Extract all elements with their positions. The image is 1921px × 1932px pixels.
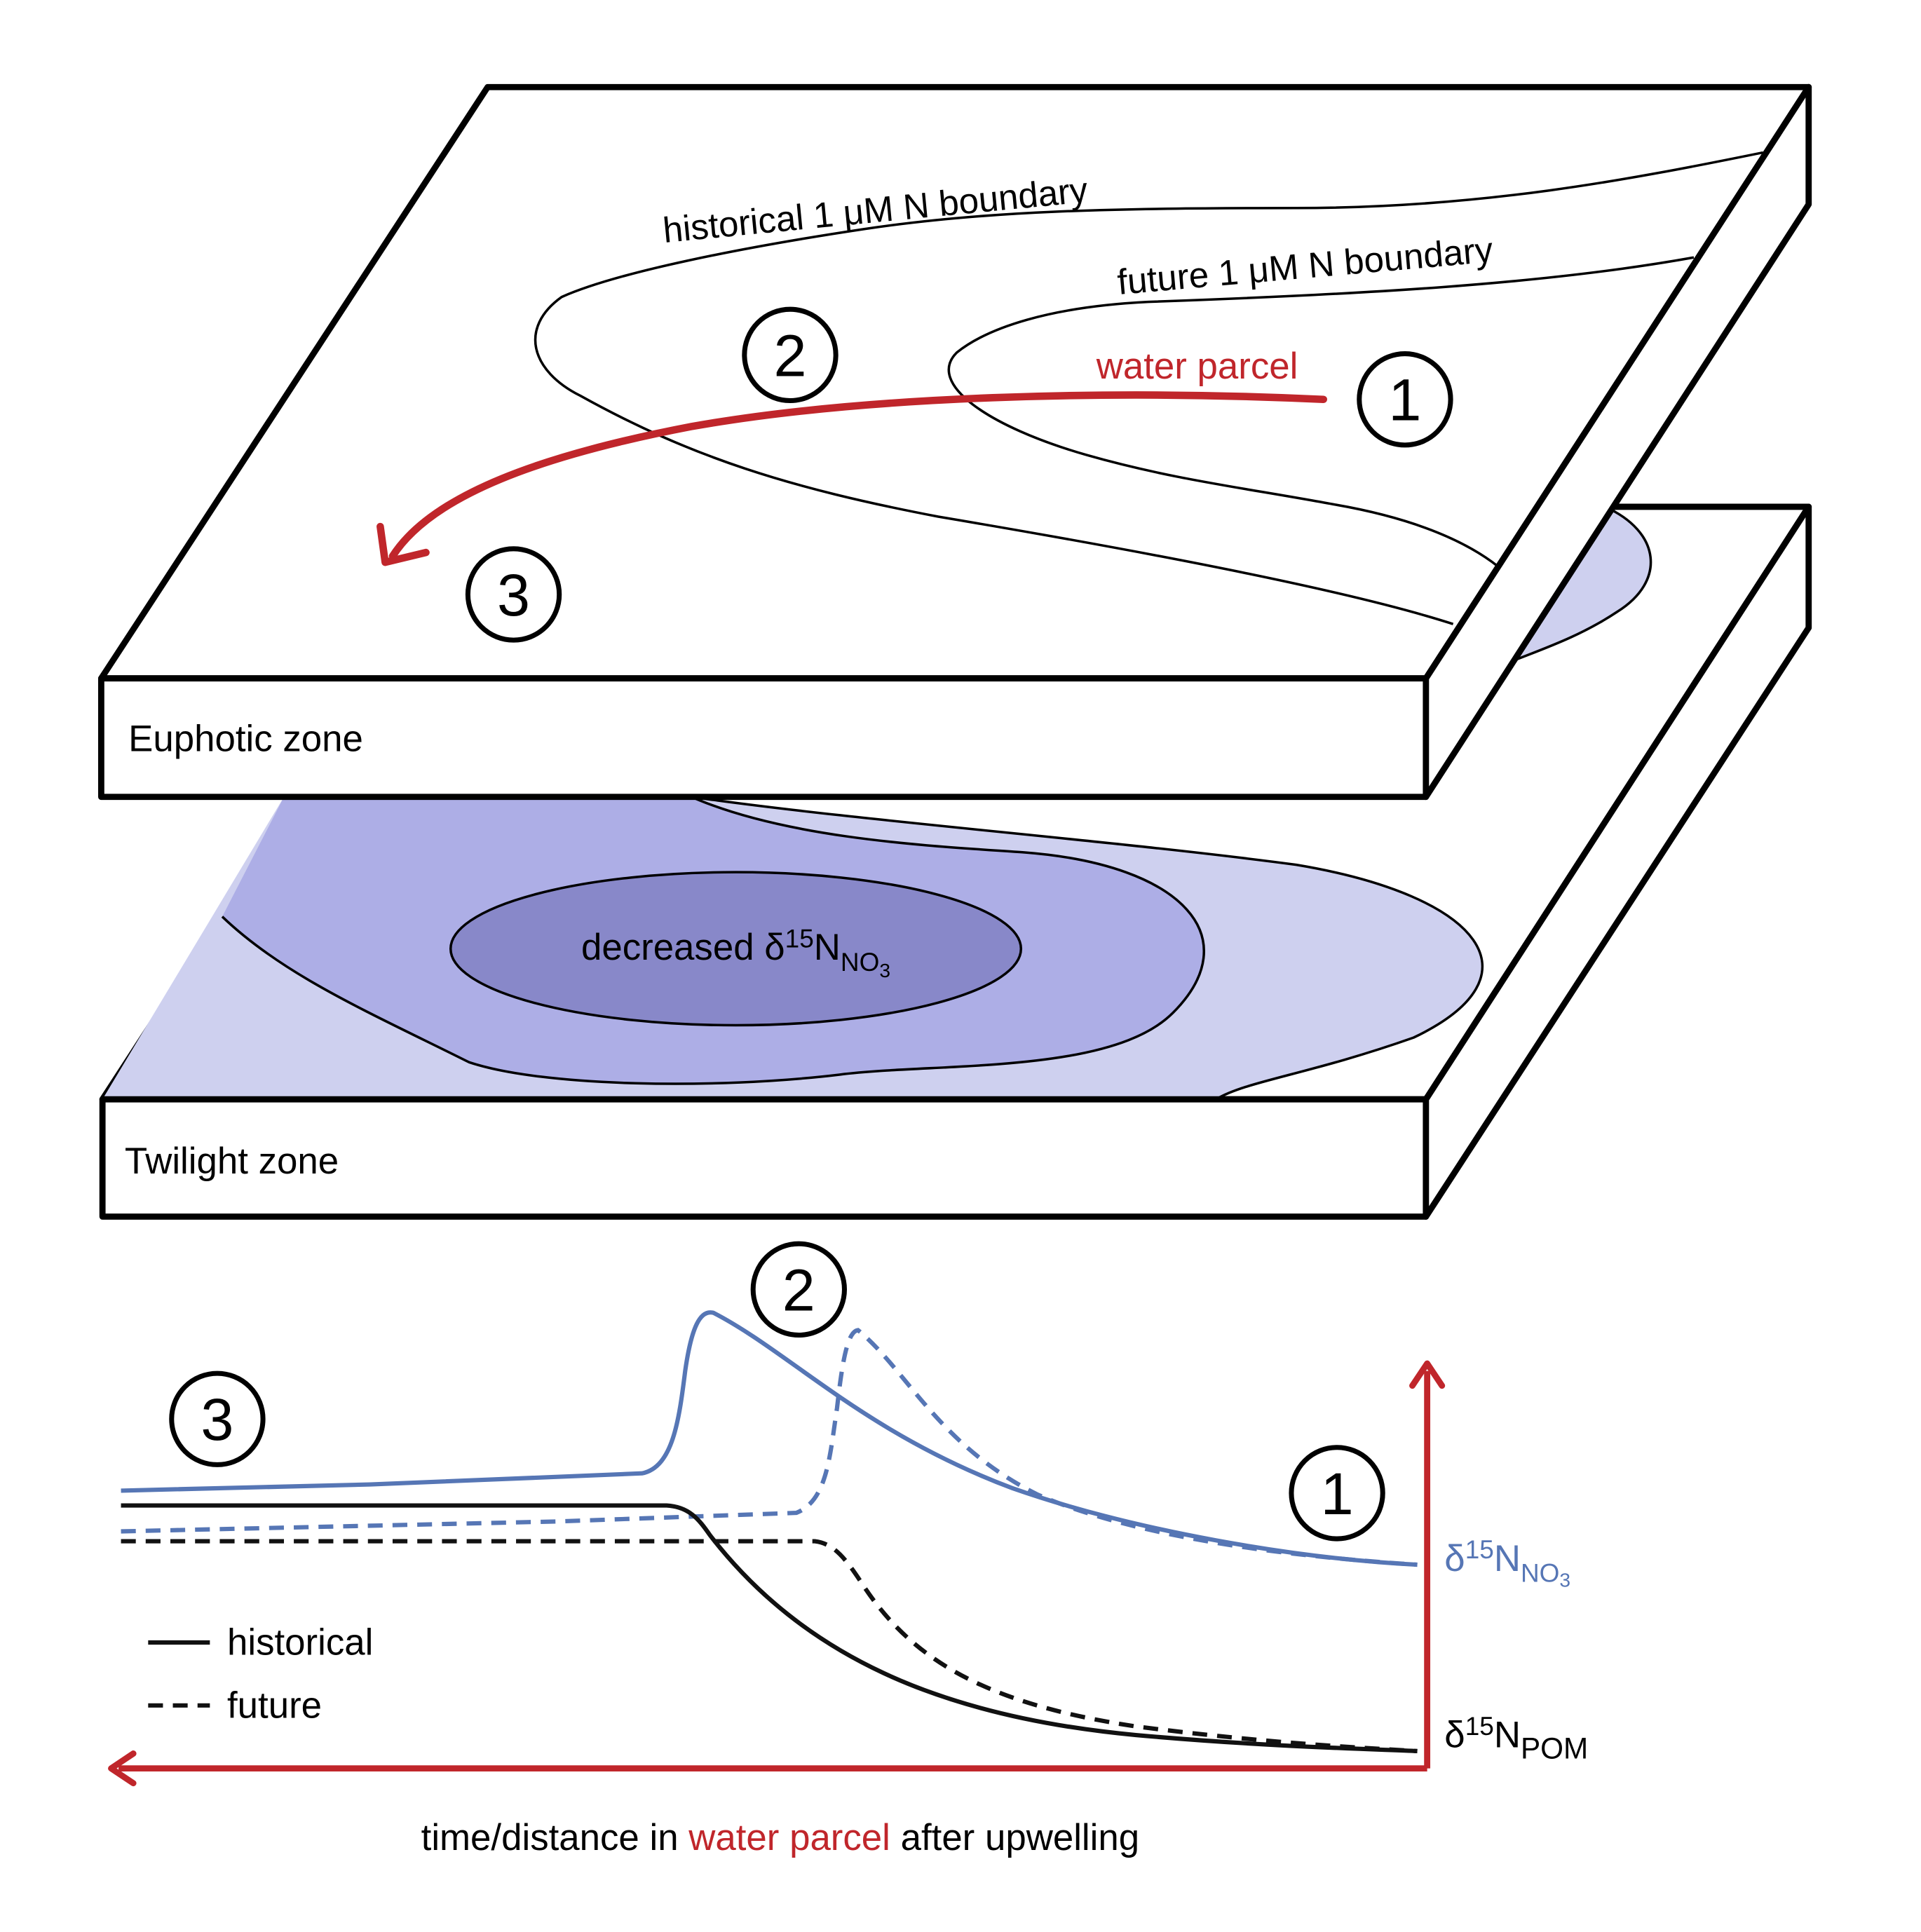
map-marker-3: 3: [465, 546, 562, 643]
twilight-slab-side: [1423, 503, 1812, 1220]
plot-marker-2: 2: [750, 1241, 847, 1338]
plot-marker-2-label: 2: [782, 1256, 815, 1323]
legend-future-label: future: [227, 1685, 322, 1726]
pom-historical-curve: [121, 1503, 1418, 1754]
twilight-outer-contour: [691, 796, 1484, 1101]
twilight-mid-contour: [221, 796, 1205, 1085]
twilight-zone-label: Twilight zone: [125, 1141, 339, 1182]
water-parcel-arrowhead: [376, 522, 430, 566]
x-axis-label: time/distance in water parcel after upwe…: [421, 1817, 1140, 1858]
historical-boundary-line: [534, 151, 1763, 625]
map-marker-1-label: 1: [1388, 367, 1421, 433]
map-marker-1: 1: [1357, 351, 1453, 448]
map-marker-2-label: 2: [773, 322, 806, 388]
euphotic-slab: historical 1 μM N boundary future 1 μM N…: [97, 83, 1812, 801]
future-boundary-line: [947, 256, 1695, 567]
euphotic-zone-label: Euphotic zone: [128, 719, 363, 760]
nitrate-series-label: δ15NNO3: [1444, 1535, 1570, 1591]
pom-series-label: δ15NPOM: [1444, 1712, 1588, 1764]
twilight-shade-core: [449, 871, 1023, 1027]
nitrate-historical-curve: [121, 1310, 1418, 1567]
map-marker-3-label: 3: [497, 562, 530, 628]
pom-future-curve: [121, 1539, 1418, 1754]
water-parcel-label: water parcel: [1096, 346, 1298, 387]
plot-legend: historical future: [148, 1622, 373, 1726]
plot-marker-3-label: 3: [201, 1386, 233, 1453]
twilight-corner-contour: [1512, 505, 1652, 662]
twilight-shade-corner: [1512, 506, 1651, 662]
plot-marker-1-label: 1: [1321, 1460, 1354, 1527]
time-series-plot: δ15NNO3 δ15NPOM 2 3 1 historical future …: [108, 1241, 1588, 1858]
decreased-d15n-label: decreased δ15NNO3: [581, 925, 890, 981]
euphotic-slab-side: [1423, 83, 1812, 801]
legend-historical-label: historical: [227, 1622, 373, 1664]
plot-marker-1: 1: [1289, 1445, 1385, 1542]
nitrate-future-curve: [121, 1328, 1418, 1567]
plot-marker-3: 3: [169, 1370, 266, 1467]
y-axis-arrowhead: [1409, 1360, 1446, 1389]
x-axis-arrowhead: [108, 1750, 137, 1787]
water-parcel-arrow: [388, 391, 1327, 560]
map-marker-2: 2: [742, 306, 839, 404]
